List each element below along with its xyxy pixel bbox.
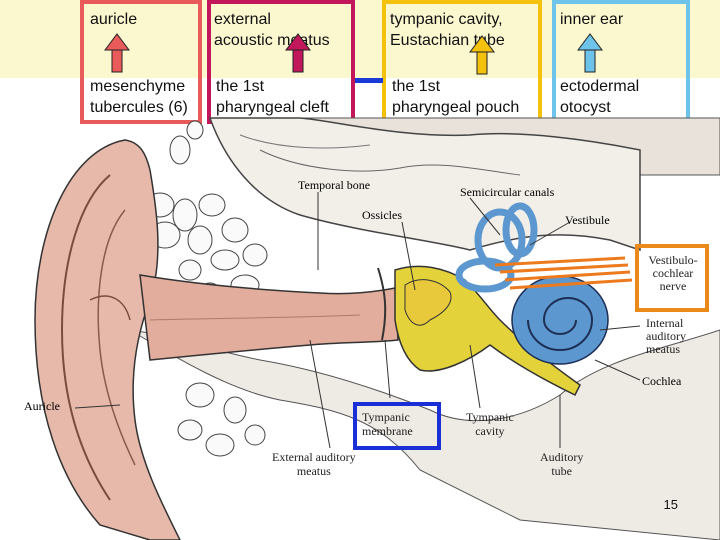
lower-air-cells xyxy=(177,382,266,457)
vestibulocochlear-nerve-highlight xyxy=(635,244,709,312)
cochlea-label: Cochlea xyxy=(642,374,682,388)
tympanic-cavity-origin-label: the 1st pharyngeal pouch xyxy=(392,78,520,116)
tympanic-membrane-label: Tympanic membrane xyxy=(362,410,413,438)
slide-number: 15 xyxy=(663,497,678,512)
external-meatus-origin-label: the 1st pharyngeal cleft xyxy=(216,78,329,116)
external-meatus-arrow xyxy=(285,33,311,73)
vestibulocochlear-nerve-label: Vestibulo- cochlear nerve xyxy=(648,253,698,293)
temporal-bone-label: Temporal bone xyxy=(298,178,370,192)
semicircular-canals-label: Semicircular canals xyxy=(460,185,555,199)
auricle-arrow xyxy=(104,33,130,73)
inner-ear-label: inner ear xyxy=(560,11,624,28)
vestibule-label: Vestibule xyxy=(565,213,610,227)
tympanic-membrane-highlight xyxy=(353,402,441,450)
auricle-origin-label: mesenchyme tubercules (6) xyxy=(90,78,188,116)
cleft-pouch-connector xyxy=(355,78,383,83)
auricle-anatomy-label: Auricle xyxy=(24,399,60,413)
auricle-label: auricle xyxy=(90,11,138,28)
inner-ear-origin-label: ectodermal otocyst xyxy=(560,78,640,116)
external-auditory-meatus-label: External auditory meatus xyxy=(272,450,356,478)
auditory-tube-label: Auditory tube xyxy=(540,450,584,478)
auricle-origin-box xyxy=(80,0,202,124)
inner-ear-arrow xyxy=(577,33,603,73)
ossicles-shape xyxy=(404,279,452,326)
tympanic-cavity-arrow xyxy=(469,35,495,75)
vestibulocochlear-nerve-fibers xyxy=(494,256,633,290)
auricle-shape xyxy=(34,139,181,540)
ossicles-label: Ossicles xyxy=(362,208,402,222)
tympanic-cavity-anatomy-label: Tympanic cavity xyxy=(466,410,514,438)
internal-auditory-meatus-label: Internal auditory meatus xyxy=(646,316,686,356)
tympanic-cavity-label: tympanic cavity, Eustachian tube xyxy=(390,11,505,49)
label-leader-lines xyxy=(74,192,641,449)
